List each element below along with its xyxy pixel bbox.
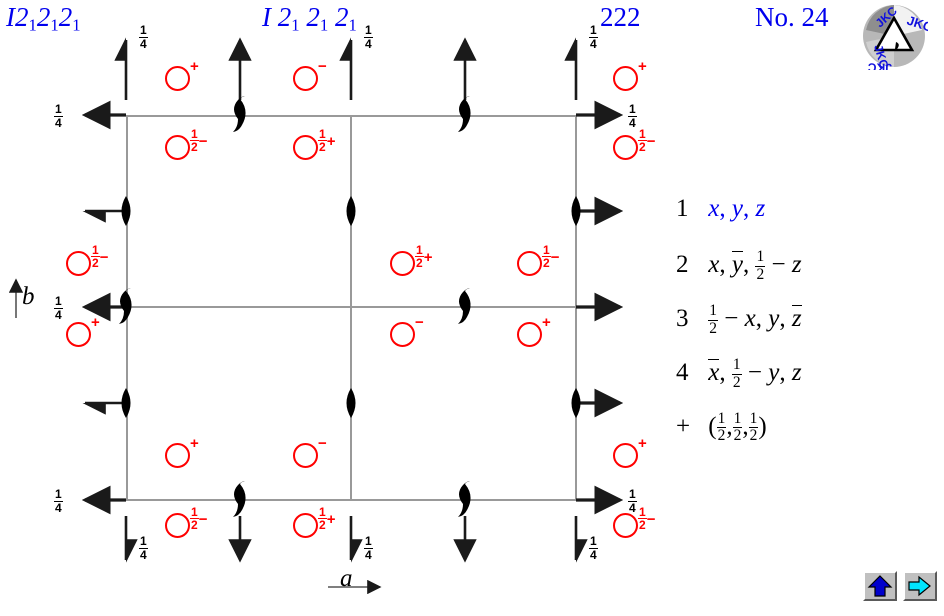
atom-height-label: + [190,58,199,75]
twofold-rotation-axis-symbol [346,196,356,226]
atom-height-label: + [542,314,551,331]
atom-circle: + [66,315,100,347]
screw-axis-21-symbol [458,96,471,132]
twofold-rotation-axis-symbol [121,196,131,226]
right-arrow-icon [908,575,931,597]
atom-circle: + [613,59,647,91]
atom-circle: − [293,436,327,468]
atom-circle: − [390,315,424,347]
space-group-symbol-full: I 21 21 21 [262,2,357,35]
nav-up-button[interactable] [863,571,897,601]
atom-height-label: + [91,314,100,331]
point-group-label: 222 [600,2,641,32]
atom-circle: + [165,59,199,91]
top-axis-arrows [114,37,578,100]
screw-axis-21-symbol [458,481,471,517]
screw-axes-21 [119,96,471,517]
operation-number: 1 [676,195,689,222]
atom-height-label: + [638,435,647,452]
operation-coords: x, y, z [708,195,766,222]
atom-circle: + [165,436,199,468]
up-arrow-icon [867,575,893,597]
cell-midline-vertical [350,115,352,501]
axis-b-label: b [22,283,35,310]
atom-height-label: − [318,435,327,452]
atom-circle: + [517,315,551,347]
twofold-rotation-axis-symbol [121,388,131,418]
jkc-logo: JKC JKC JKC JKC [860,2,935,75]
left-axis-arrows [81,100,126,515]
symmetry-operation-row: 1 x, y, z [676,195,938,249]
space-group-number: No. 24 [755,2,829,32]
axis-a-label: a [340,565,353,592]
screw-axis-21-symbol [119,288,132,324]
twofold-rotation-axes [121,196,581,418]
screw-axis-21-symbol [233,96,246,132]
operation-number: 2 [676,251,689,278]
atom-height-label: + [190,435,199,452]
atom-circle: − [293,59,327,91]
operation-number: 3 [676,305,689,332]
atom-height-label: − [318,58,327,75]
twofold-rotation-axis-symbol [346,388,356,418]
svg-text:JKC: JKC [871,43,891,70]
nav-next-button[interactable] [903,571,937,601]
atom-height-label: − [415,314,424,331]
right-axis-arrows [576,100,624,515]
screw-axis-21-symbol [458,288,471,324]
twofold-rotation-axis-symbol [571,388,581,418]
atom-circle: + [613,436,647,468]
bottom-axis-arrows [124,516,588,563]
operation-number: + [676,412,691,440]
atom-height-label: + [638,58,647,75]
operation-number: 4 [676,359,689,386]
space-group-symbol-short: I212121 [6,2,81,35]
twofold-rotation-axis-symbol [571,196,581,226]
cell-midline-horizontal [126,306,577,308]
screw-axis-21-symbol [233,481,246,517]
